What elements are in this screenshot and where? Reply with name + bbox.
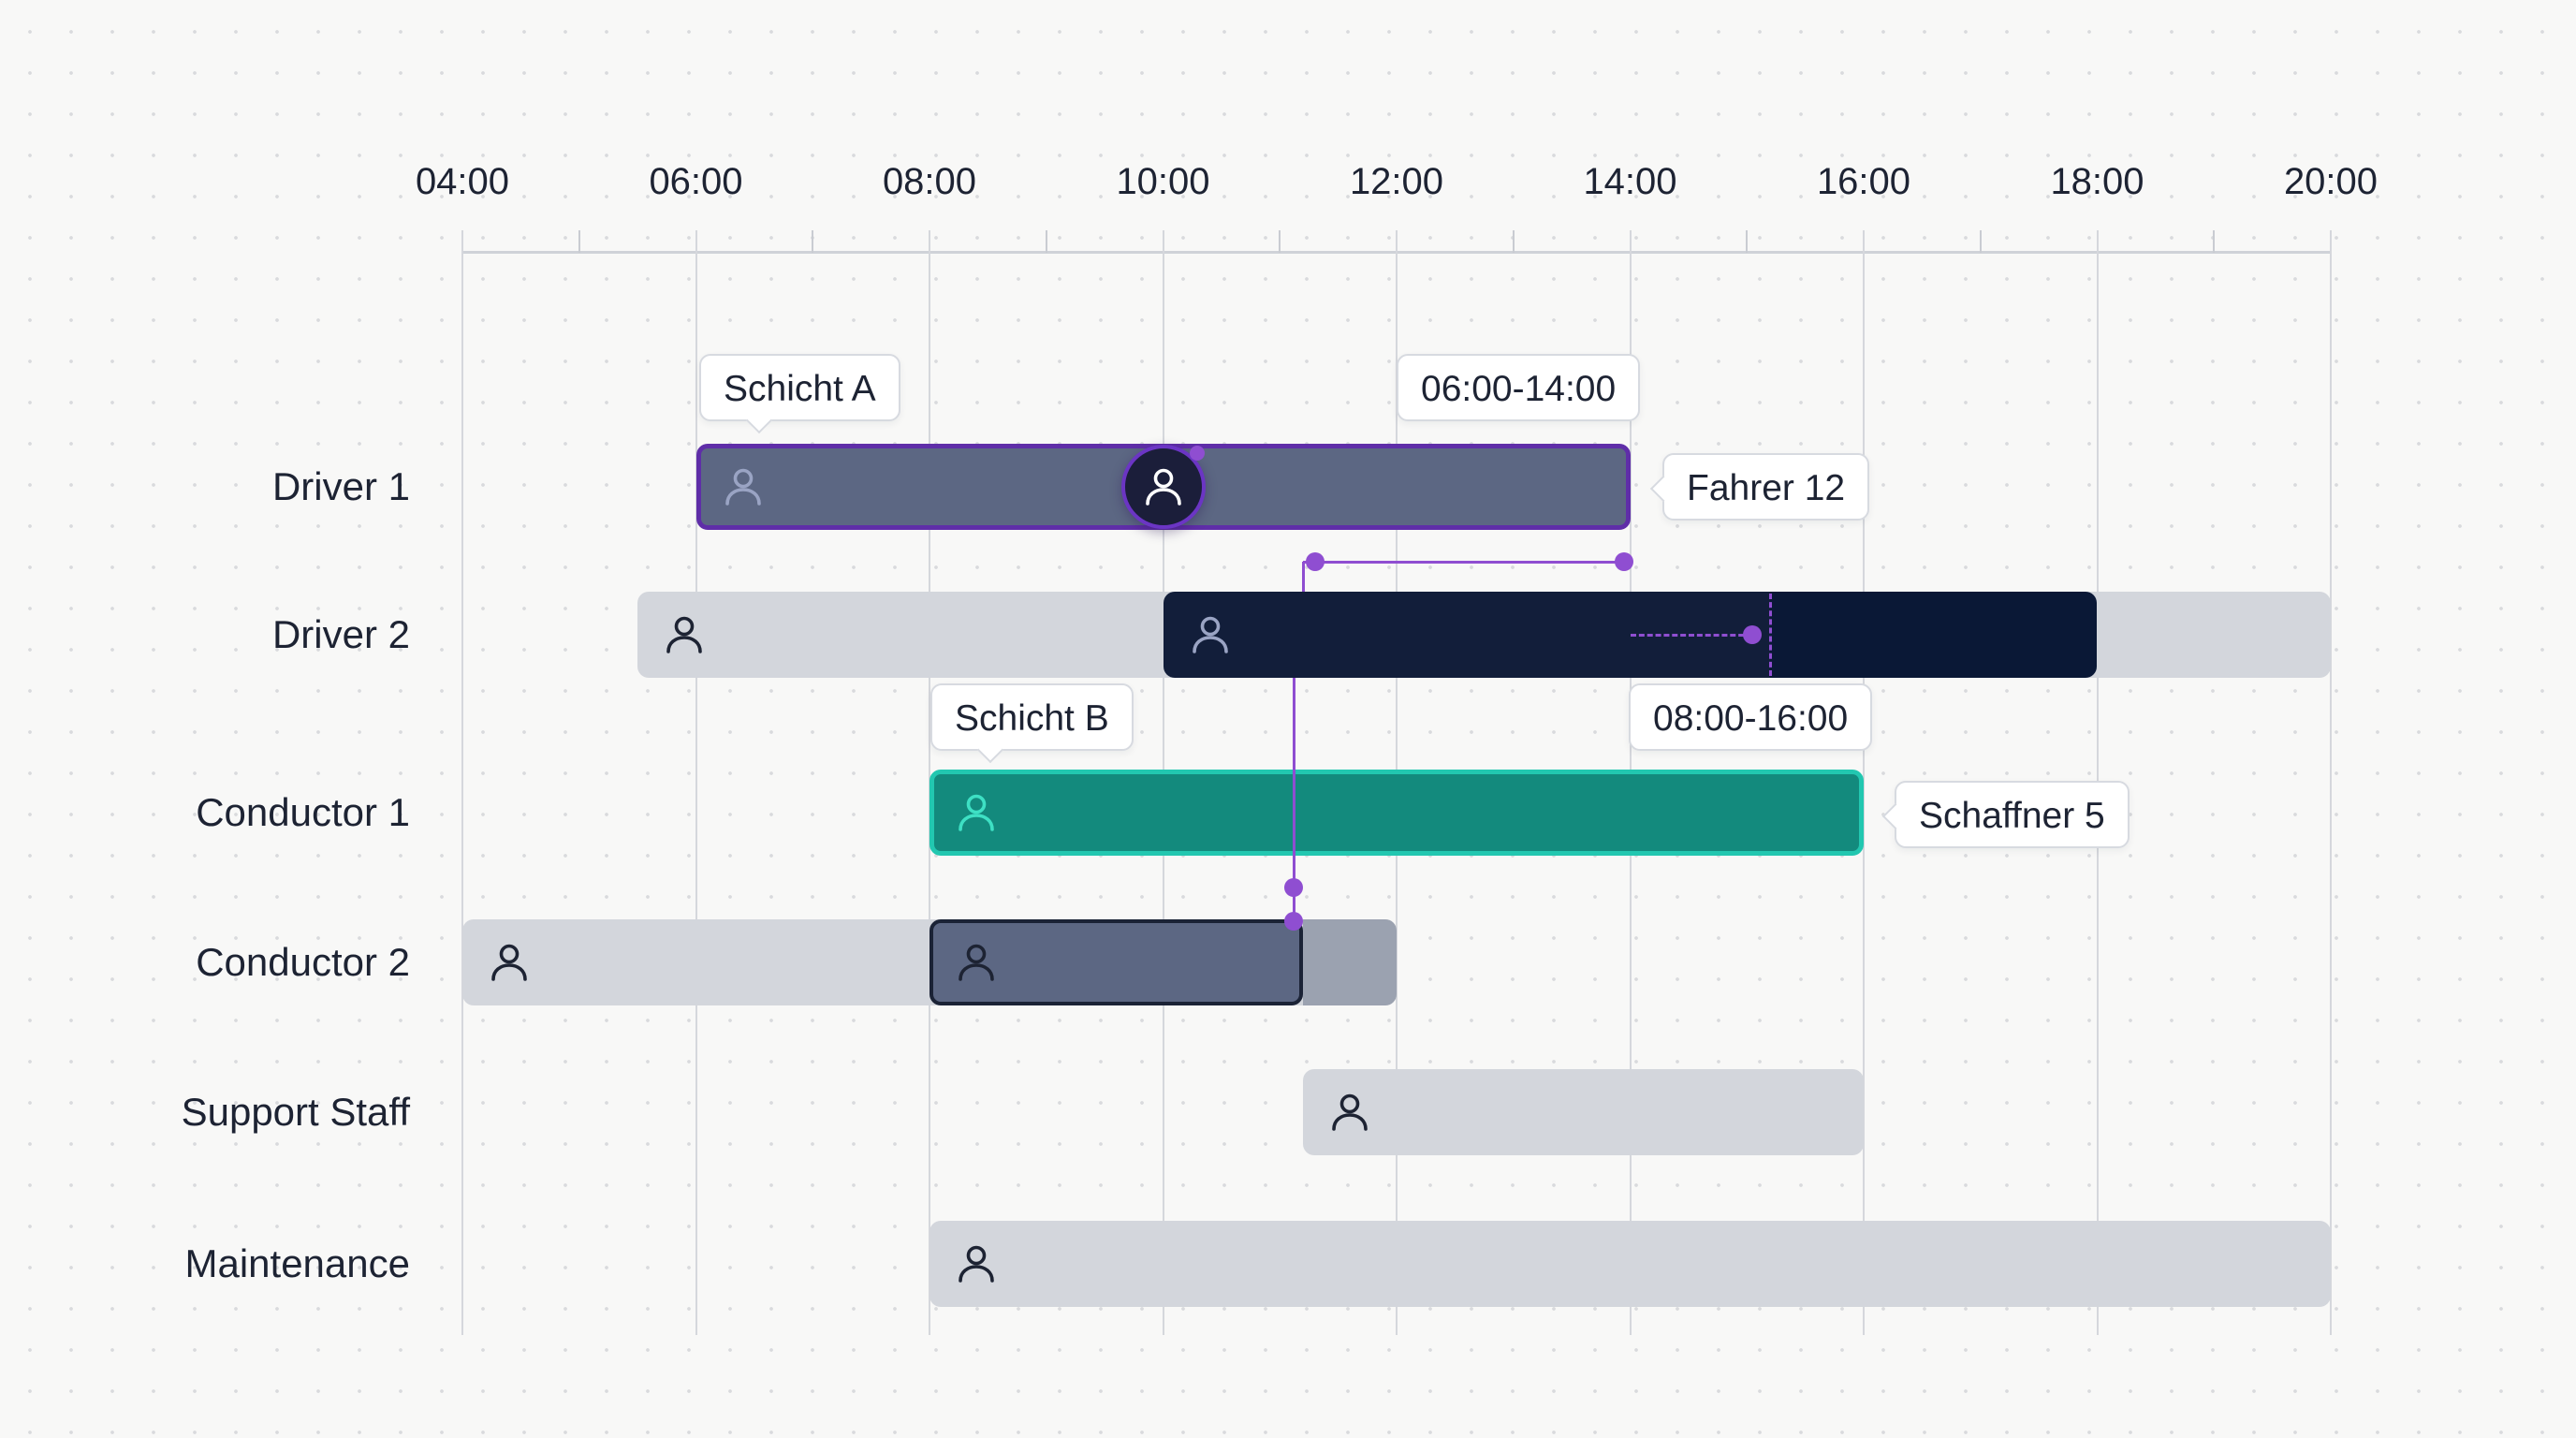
time-tick-label: 18:00: [2050, 161, 2144, 202]
person-icon: [952, 1240, 1001, 1288]
dependency-endpoint[interactable]: [1743, 625, 1763, 644]
person-icon: [1186, 610, 1235, 659]
dependency-endpoint[interactable]: [1305, 552, 1325, 571]
time-minor-tick: [1512, 230, 1515, 253]
dependency-endpoint[interactable]: [1615, 552, 1634, 571]
shift-bar-driver-2-extension[interactable]: [1770, 592, 2098, 678]
callout-shift-a: Schicht A: [699, 354, 900, 421]
time-tick-label: 06:00: [649, 161, 743, 202]
shift-bar-conductor-2[interactable]: [929, 919, 1304, 1005]
time-minor-tick: [1045, 230, 1047, 253]
dependency-endpoint[interactable]: [1284, 878, 1304, 897]
callout-conductor-1-vehicle: Schaffner 5: [1895, 781, 2130, 848]
person-icon: [1325, 1088, 1374, 1137]
shift-drag-handle[interactable]: [1120, 445, 1206, 529]
time-tick-label: 16:00: [1816, 161, 1911, 202]
callout-shift-a-time: 06:00-14:00: [1397, 354, 1641, 421]
dependency-link-dashed: [1630, 634, 1753, 637]
shift-split-marker: [1769, 594, 1773, 676]
overlap-segment-conductor-2[interactable]: [1303, 919, 1397, 1005]
time-grid-line: [695, 230, 697, 1335]
callout-shift-b: Schicht B: [930, 683, 1134, 751]
time-tick-label: 20:00: [2283, 161, 2378, 202]
time-tick-label: 04:00: [415, 161, 510, 202]
drag-knob[interactable]: [1189, 446, 1205, 461]
callout-shift-b-time: 08:00-16:00: [1629, 683, 1873, 751]
person-icon: [952, 938, 1001, 987]
dependency-link: [1303, 561, 1631, 564]
time-tick-label: 12:00: [1349, 161, 1444, 202]
availability-bar-support-staff[interactable]: [1303, 1069, 1864, 1155]
time-tick-label: 14:00: [1583, 161, 1677, 202]
dependency-link: [1302, 562, 1306, 592]
person-icon: [660, 610, 709, 659]
dependency-endpoint[interactable]: [1284, 912, 1304, 931]
time-minor-tick: [2213, 230, 2216, 253]
time-minor-tick: [1279, 230, 1281, 253]
person-icon: [719, 462, 768, 511]
time-minor-tick: [1979, 230, 1982, 253]
time-minor-tick: [1746, 230, 1749, 253]
row-label: Conductor 2: [196, 940, 410, 984]
time-minor-tick: [812, 230, 814, 253]
callout-driver-1-vehicle: Fahrer 12: [1662, 453, 1870, 521]
time-grid-line: [1863, 230, 1865, 1335]
row-label: Driver 2: [271, 612, 410, 656]
time-tick-label: 10:00: [1116, 161, 1210, 202]
row-label: Maintenance: [184, 1241, 411, 1285]
row-label: Support Staff: [181, 1090, 410, 1134]
dependency-link: [1293, 678, 1296, 921]
time-grid-line: [461, 230, 463, 1335]
shift-bar-conductor-1[interactable]: [929, 770, 1864, 856]
person-icon: [952, 788, 1001, 837]
row-label: Conductor 1: [196, 790, 410, 834]
availability-bar-maintenance[interactable]: [929, 1221, 2331, 1307]
person-icon: [485, 938, 534, 987]
time-tick-label: 08:00: [882, 161, 977, 202]
time-minor-tick: [578, 230, 580, 253]
row-label: Driver 1: [271, 464, 410, 508]
time-grid-line: [2330, 230, 2332, 1335]
